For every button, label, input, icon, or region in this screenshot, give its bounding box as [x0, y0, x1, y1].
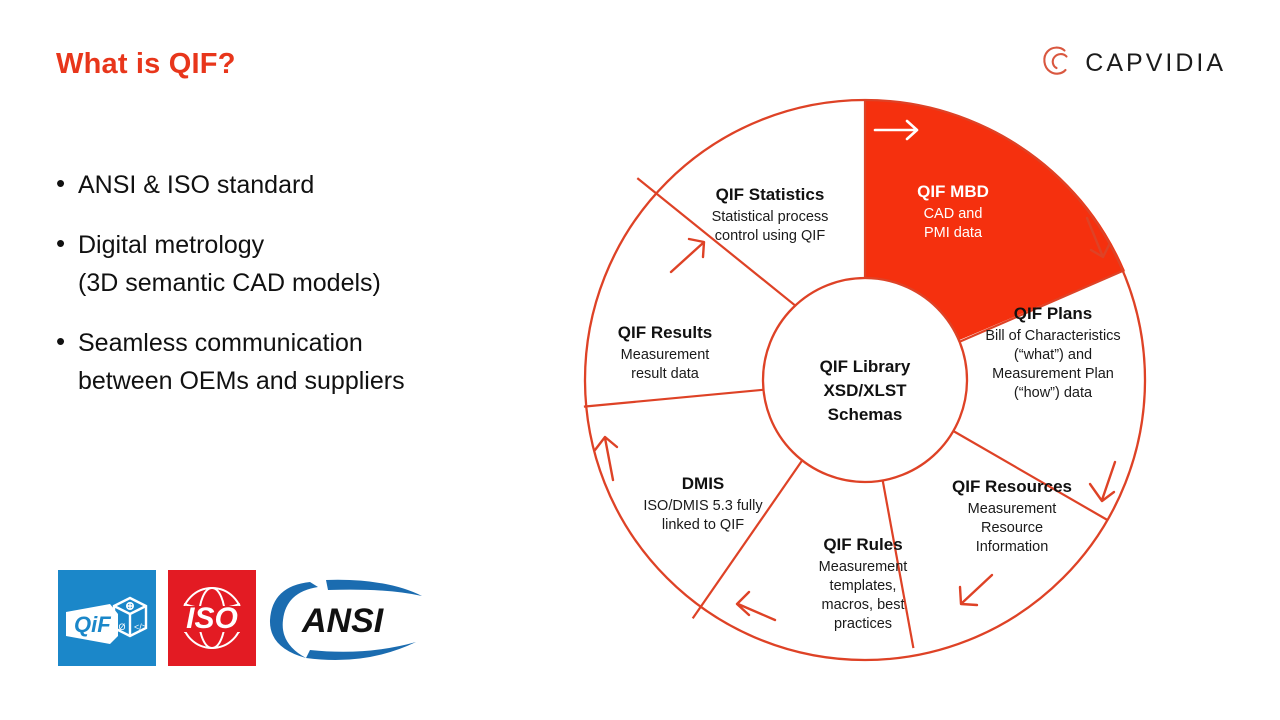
segment-title: DMIS [682, 474, 725, 493]
list-item: • Digital metrology (3D semantic CAD mod… [56, 226, 526, 302]
hub-line-3: Schemas [828, 405, 903, 424]
page-title: What is QIF? [56, 48, 236, 80]
svg-text:ANSI: ANSI [301, 602, 385, 640]
segment-desc-line: templates, [830, 578, 897, 594]
capvidia-c-mark-icon [1039, 44, 1075, 83]
segment-desc-line: practices [834, 616, 892, 632]
segment-desc-line: (“how”) data [1014, 385, 1093, 401]
flow-arrow-icon [873, 119, 919, 141]
wheel-label-qif-rules: QIF Rules Measurement templates, macros,… [819, 535, 908, 632]
wheel-dividers [583, 100, 1126, 649]
capvidia-wordmark: CAPVIDIA [1085, 49, 1226, 77]
segment-desc-line: Measurement [968, 501, 1057, 517]
segment-desc-line: Measurement Plan [992, 366, 1114, 382]
segment-desc-line: CAD and [924, 206, 983, 222]
segment-desc-line: Statistical process [712, 209, 829, 225]
bullet-list: • ANSI & ISO standard • Digital metrolog… [56, 166, 526, 422]
flow-arrow-icon [1088, 460, 1117, 503]
segment-desc-line: Bill of Characteristics [985, 328, 1120, 344]
svg-text:</>: </> [134, 622, 147, 632]
segment-title: QIF Plans [1014, 304, 1092, 323]
wheel-label-dmis: DMIS ISO/DMIS 5.3 fully linked to QIF [643, 474, 763, 533]
flow-arrow-icon [735, 590, 777, 622]
svg-text:QiF: QiF [74, 612, 111, 637]
segment-title: QIF Results [618, 323, 712, 342]
wheel-label-qif-resources: QIF Resources Measurement Resource Infor… [952, 477, 1072, 555]
segment-title: QIF Statistics [716, 185, 825, 204]
segment-desc-line: result data [631, 366, 700, 382]
qif-logo-icon: QiF Ø </> [58, 570, 156, 666]
flow-arrow-icon [958, 573, 994, 607]
segment-desc-line: Measurement [819, 559, 908, 575]
hub-line-2: XSD/XLST [823, 381, 907, 400]
qif-wheel-diagram: QIF MBD CAD and PMI data QIF Plans Bill … [575, 90, 1155, 670]
standards-logo-row: QiF Ø </> [58, 570, 426, 666]
segment-desc-line: Measurement [621, 347, 710, 363]
segment-desc-line: macros, best [822, 597, 905, 613]
segment-title: QIF MBD [917, 182, 989, 201]
segment-desc-line: control using QIF [715, 228, 826, 244]
segment-desc-line: Resource [981, 520, 1043, 536]
bullet-text: Seamless communication between OEMs and … [78, 329, 405, 395]
flow-arrow-icon [1085, 216, 1111, 259]
wheel-label-qif-statistics: QIF Statistics Statistical process contr… [712, 185, 829, 244]
bullet-dot-icon: • [56, 168, 66, 198]
svg-text:Ø: Ø [119, 622, 126, 632]
capvidia-logo: CAPVIDIA [1039, 44, 1226, 83]
segment-desc-line: PMI data [924, 225, 983, 241]
flow-arrow-icon [593, 435, 619, 482]
segment-title: QIF Resources [952, 477, 1072, 496]
wheel-label-qif-plans: QIF Plans Bill of Characteristics (“what… [985, 304, 1120, 401]
hub-line-1: QIF Library [820, 357, 911, 376]
bullet-text: Digital metrology (3D semantic CAD model… [78, 231, 381, 297]
segment-desc-line: Information [976, 539, 1049, 555]
segment-desc-line: (“what”) and [1014, 347, 1092, 363]
wheel-flow-arrows [593, 119, 1117, 622]
iso-logo-icon: ISO [168, 570, 256, 666]
wheel-hub[interactable] [761, 276, 969, 484]
list-item: • Seamless communication between OEMs an… [56, 324, 526, 400]
flow-arrow-icon [669, 237, 706, 274]
wheel-label-qif-results: QIF Results Measurement result data [618, 323, 712, 382]
bullet-dot-icon: • [56, 326, 66, 356]
bullet-dot-icon: • [56, 228, 66, 258]
wheel-hub-label: QIF Library XSD/XLST Schemas [820, 357, 911, 424]
segment-desc-line: ISO/DMIS 5.3 fully [643, 498, 763, 514]
list-item: • ANSI & ISO standard [56, 166, 526, 204]
svg-text:ISO: ISO [186, 602, 238, 635]
segment-title: QIF Rules [823, 535, 902, 554]
segment-desc-line: linked to QIF [662, 517, 744, 533]
bullet-text: ANSI & ISO standard [78, 171, 315, 199]
ansi-logo-icon: ANSI [266, 570, 426, 666]
wheel-label-qif-mbd: QIF MBD CAD and PMI data [917, 182, 989, 241]
